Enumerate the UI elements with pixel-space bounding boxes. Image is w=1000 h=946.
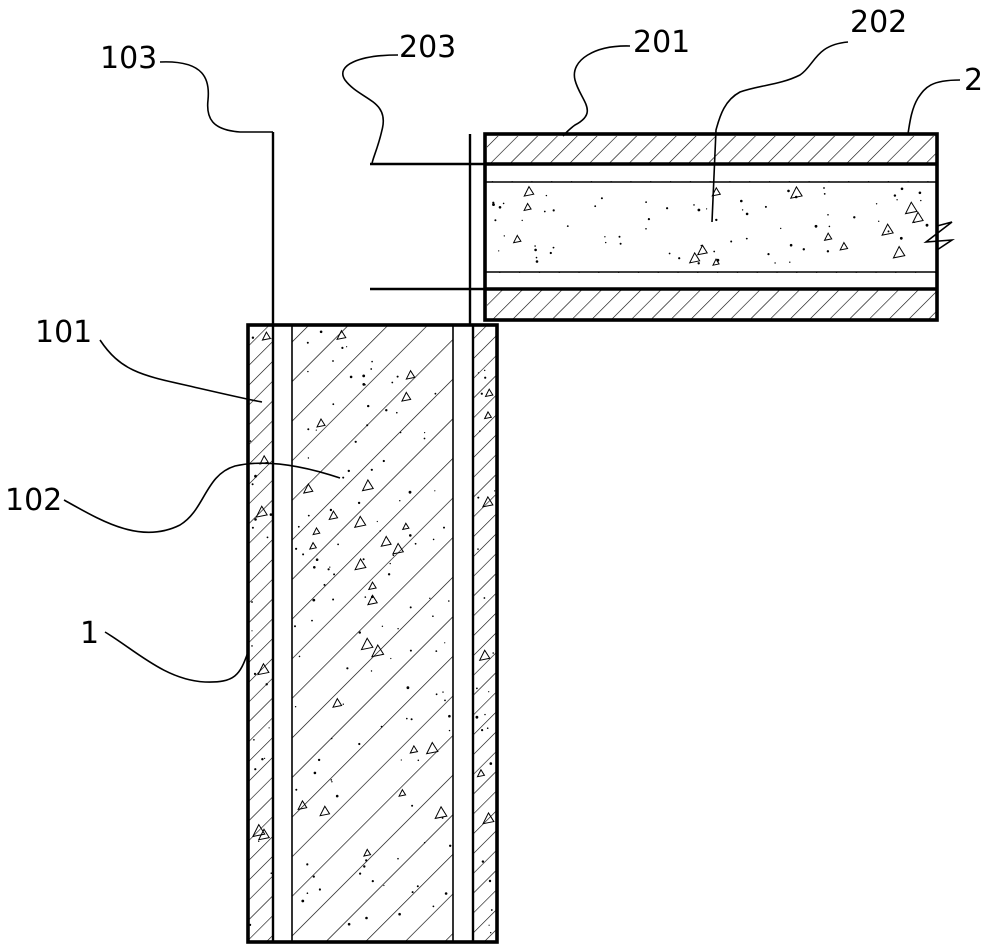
label-103: 103	[100, 41, 157, 76]
leader-103	[159, 61, 273, 133]
outer-layer-left-101	[248, 325, 273, 942]
slab-bottom-gap	[487, 273, 937, 289]
leader-lines	[63, 41, 961, 683]
slab-aggregate	[492, 185, 929, 266]
label-203: 203	[399, 30, 456, 65]
leader-101	[99, 339, 263, 403]
wall-outline	[246, 323, 499, 944]
horizontal-slab-2	[483, 132, 955, 322]
outer-layer-right	[473, 325, 497, 942]
core-layer-102	[292, 325, 453, 942]
vertical-wall-1	[246, 323, 499, 944]
slab-top-gap	[487, 164, 937, 181]
label-101: 101	[35, 315, 92, 350]
leader-102	[63, 462, 341, 534]
label-201: 201	[633, 25, 690, 60]
core-aggregate	[249, 329, 496, 934]
leader-203	[342, 54, 399, 165]
connector-rebar-203	[370, 134, 487, 325]
slab-outline	[483, 132, 939, 322]
break-symbol	[923, 221, 955, 251]
slab-core-202	[487, 182, 937, 272]
leader-201	[562, 45, 631, 137]
label-2: 2	[964, 63, 983, 98]
leader-1	[104, 631, 249, 683]
label-1: 1	[80, 616, 99, 651]
leader-202	[711, 41, 849, 223]
labels: 103 203 201 202 2 101 102 1	[5, 5, 983, 651]
label-202: 202	[850, 5, 907, 40]
label-102: 102	[5, 483, 62, 518]
leader-2	[907, 79, 961, 135]
